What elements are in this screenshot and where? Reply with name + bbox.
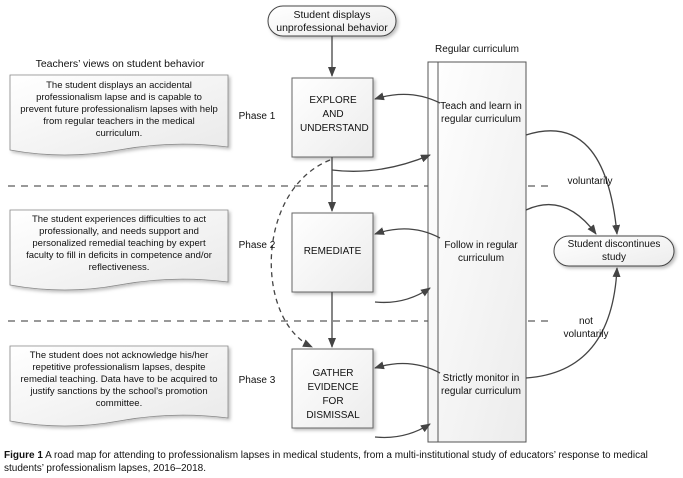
arrow-phase3-to-end bbox=[525, 267, 621, 379]
phase-label-1: Phase 1 bbox=[238, 111, 276, 122]
teacher-view-doc-2 bbox=[9, 209, 229, 291]
arrow-explore-to-gather-dashed bbox=[270, 159, 331, 348]
teacher-view-2: The student experiences difficulties to … bbox=[26, 214, 212, 273]
arrow-explore-to-curriculum bbox=[331, 154, 431, 172]
phase-label-3: Phase 3 bbox=[238, 375, 276, 386]
action-label-3: GATHER EVIDENCE FOR DISMISSAL bbox=[306, 368, 360, 421]
teacher-view-doc-3 bbox=[9, 345, 229, 427]
figure-caption-label: Figure 1 bbox=[4, 450, 43, 461]
figure-caption: Figure 1 A road map for attending to pro… bbox=[4, 450, 680, 475]
edge-label-not-voluntarily: not voluntarily bbox=[563, 316, 609, 340]
right-column-title: Regular curriculum bbox=[435, 44, 519, 55]
arrow-remediate-to-curriculum bbox=[374, 287, 431, 304]
end-node-label: Student discontinues study bbox=[567, 239, 661, 263]
curriculum-label-2: Follow in regular curriculum bbox=[444, 240, 518, 264]
arrow-phase1-to-end bbox=[525, 130, 621, 235]
phase-label-2: Phase 2 bbox=[238, 240, 276, 251]
figure-caption-text: A road map for attending to professional… bbox=[4, 450, 648, 474]
arrow-gather-to-curriculum bbox=[374, 423, 431, 439]
action-label-1: EXPLORE AND UNDERSTAND bbox=[300, 95, 369, 134]
arrow-phase2-to-end bbox=[525, 203, 597, 235]
arrow-curriculum-to-gather bbox=[374, 361, 441, 374]
end-node-shape bbox=[553, 235, 675, 267]
action-box-1 bbox=[291, 77, 374, 158]
curriculum-column bbox=[427, 61, 527, 443]
curriculum-label-1: Teach and learn in regular curriculum bbox=[440, 101, 522, 125]
action-box-3 bbox=[291, 348, 374, 429]
teacher-view-3: The student does not acknowledge his/her… bbox=[20, 350, 218, 409]
left-column-title: Teachers’ views on student behavior bbox=[35, 58, 205, 70]
action-label-2: REMEDIATE bbox=[303, 246, 362, 257]
start-node-label: Student displays unprofessional behavior bbox=[276, 9, 388, 34]
arrow-curriculum-to-remediate bbox=[374, 227, 441, 239]
teacher-view-1: The student displays an accidental profe… bbox=[20, 80, 218, 139]
edge-label-voluntarily: voluntarily bbox=[567, 176, 613, 187]
curriculum-label-3: Strictly monitor in regular curriculum bbox=[440, 373, 522, 397]
teacher-view-doc-1 bbox=[9, 74, 229, 156]
action-box-2 bbox=[291, 212, 374, 293]
arrow-curriculum-to-explore bbox=[374, 92, 441, 104]
